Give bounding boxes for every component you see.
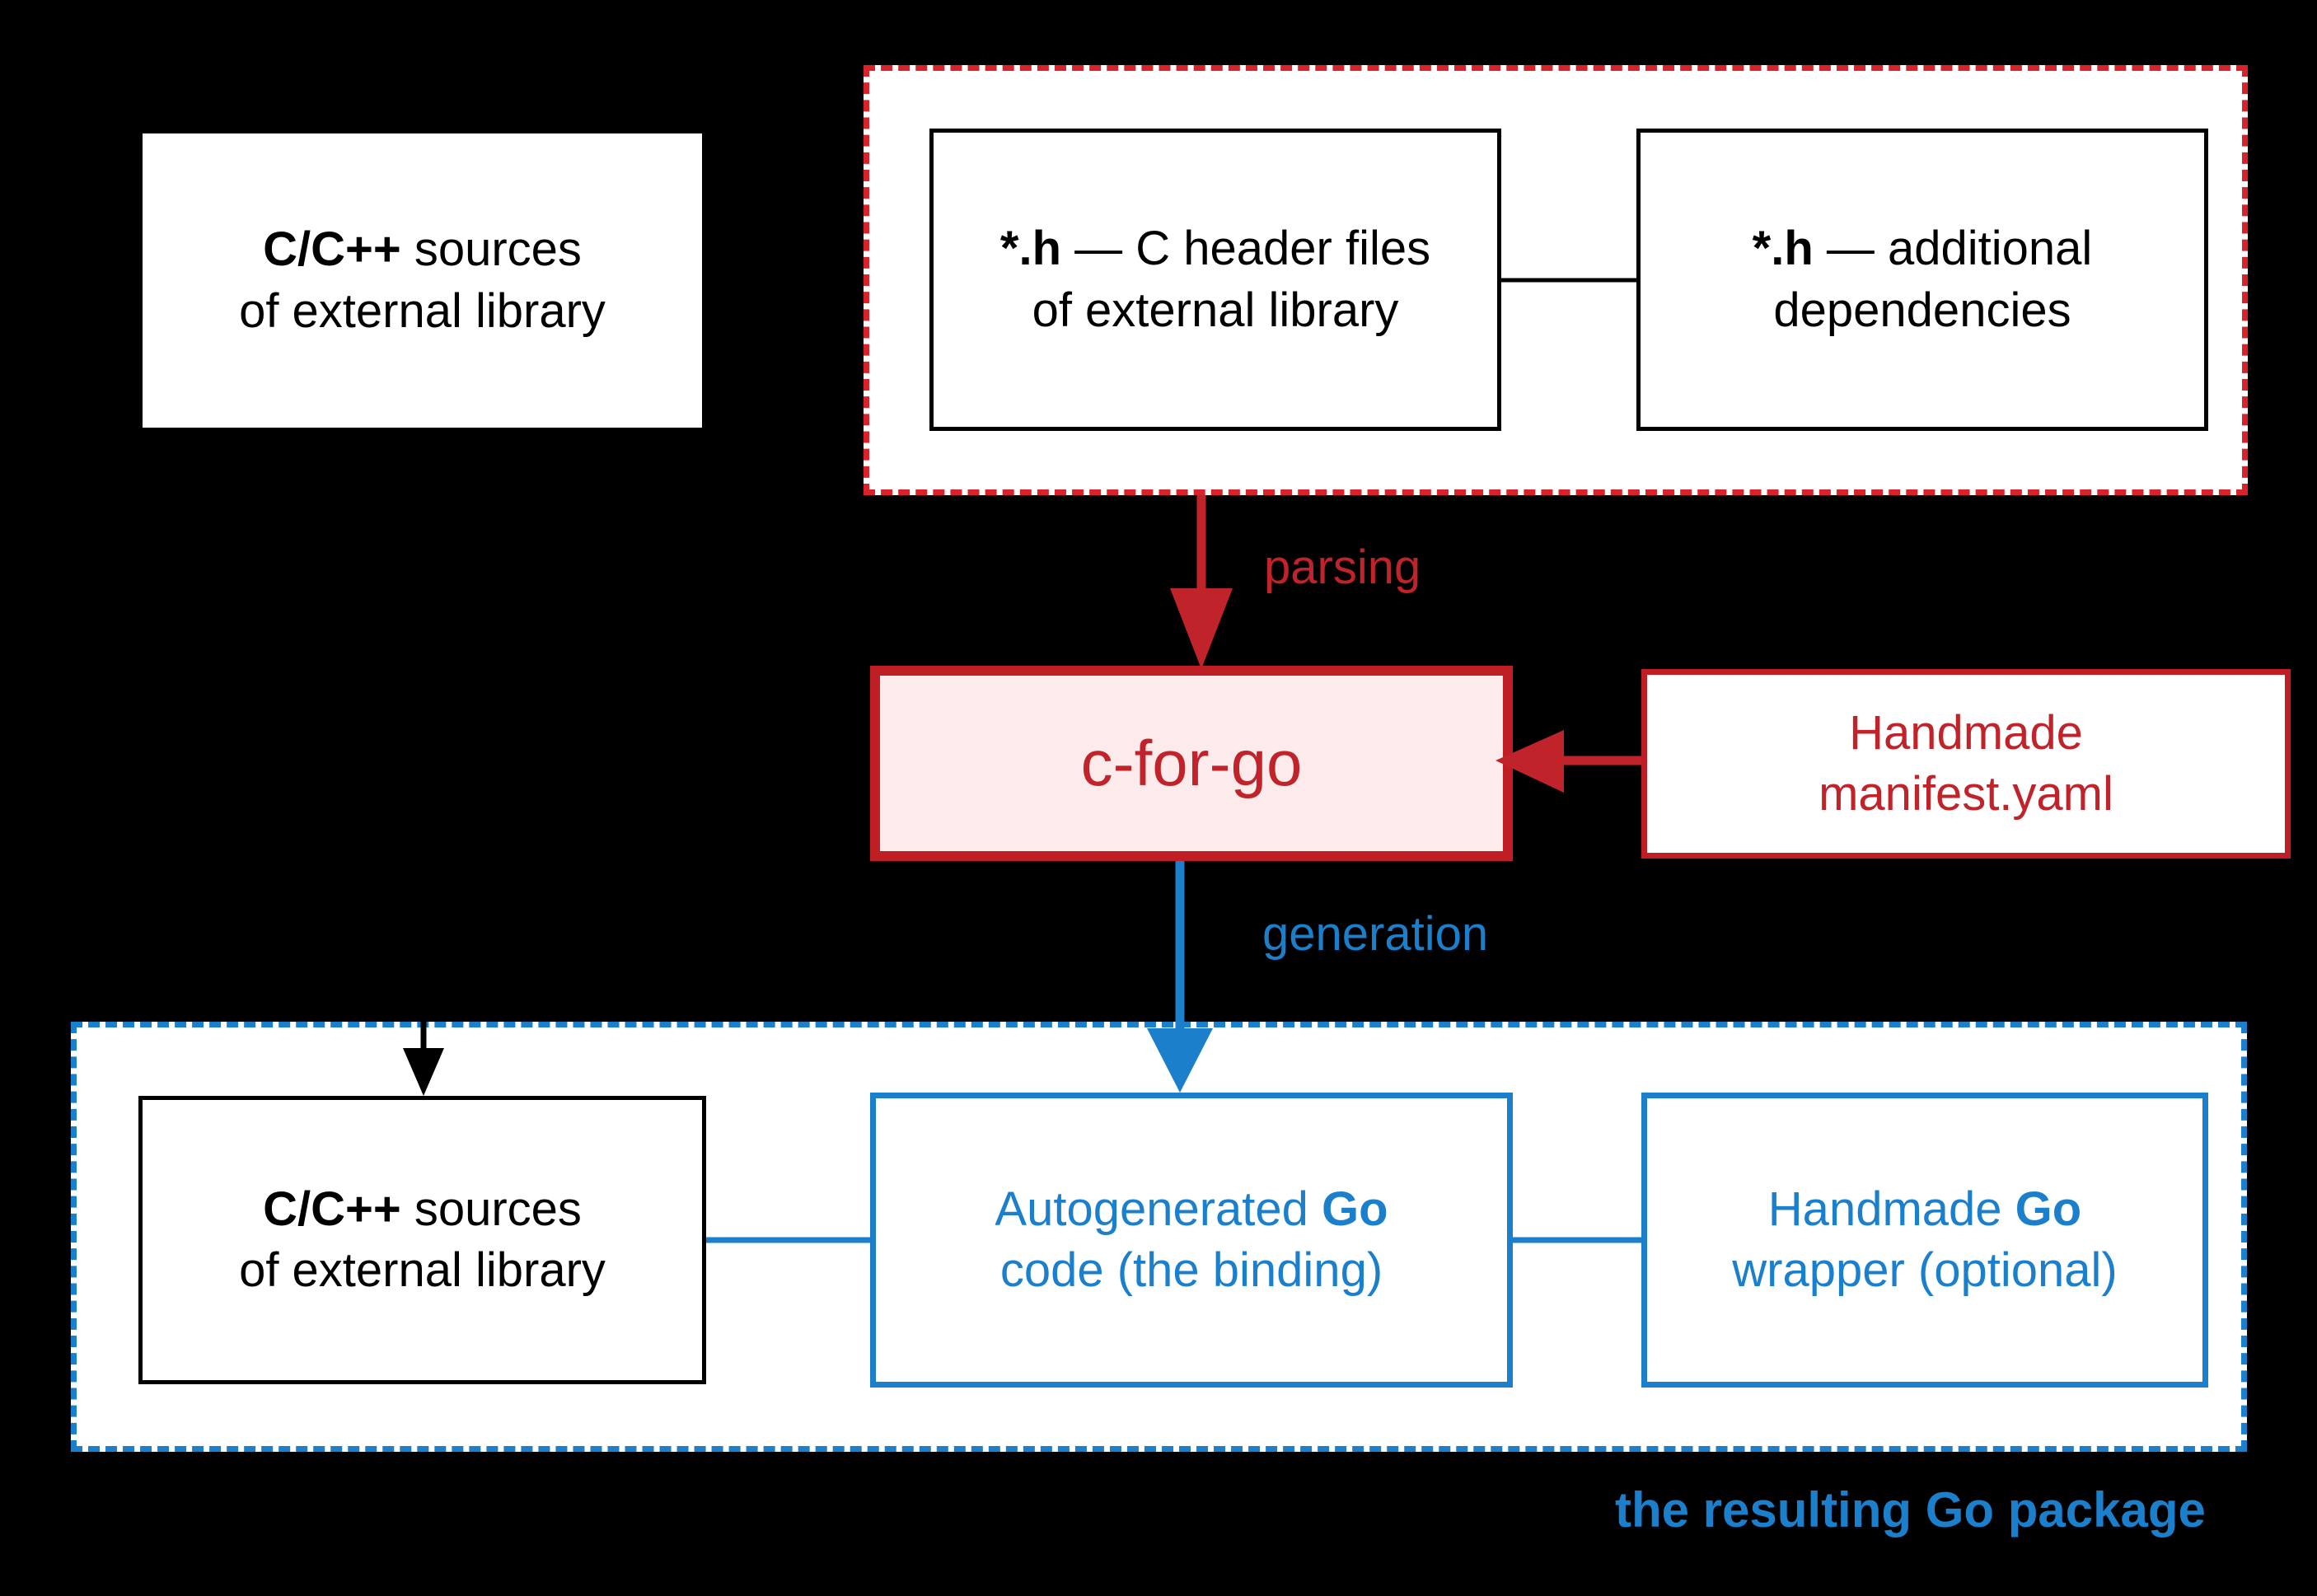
box-handmade-manifest-line2: manifest.yaml <box>1818 767 2113 821</box>
box-additional-dependencies-rest: — additional <box>1813 222 2093 276</box>
edge-label-generation: generation <box>1262 907 1489 961</box>
box-c-for-go: c-for-go <box>870 666 1513 861</box>
edge-label-parsing: parsing <box>1264 541 1421 594</box>
box-handmade-manifest: Handmade manifest.yaml <box>1641 669 2291 859</box>
box-c-header-files-rest: — C header files <box>1061 222 1431 276</box>
box-handmade-manifest-line1: Handmade <box>1849 705 2083 760</box>
box-c-header-files-line2: of external library <box>1032 283 1399 337</box>
box-handmade-go-wrapper-line2: wrapper (optional) <box>1732 1243 2118 1297</box>
box-autogenerated-go-code-line2: code (the binding) <box>999 1243 1383 1297</box>
box-cpp-sources-bottom-rest: sources <box>400 1182 582 1236</box>
box-cpp-sources-top-rest: sources <box>400 222 582 277</box>
box-additional-dependencies: *.h — additional dependencies <box>1636 129 2208 431</box>
box-autogenerated-go-code: Autogenerated Go code (the binding) <box>870 1093 1513 1388</box>
box-cpp-sources-top-strong: C/C++ <box>263 222 401 277</box>
arrow-parsing-head <box>1170 588 1233 669</box>
box-cpp-sources-top: C/C++ sources of external library <box>138 129 706 432</box>
box-cpp-sources-top-line2: of external library <box>239 283 606 338</box>
box-c-header-files-strong: *.h <box>999 222 1062 276</box>
box-additional-dependencies-line2: dependencies <box>1773 283 2071 337</box>
box-c-for-go-label: c-for-go <box>1080 726 1303 799</box>
box-cpp-sources-bottom-line2: of external library <box>239 1243 606 1297</box>
box-cpp-sources-bottom-strong: C/C++ <box>263 1182 401 1236</box>
box-handmade-go-wrapper-pre: Handmade <box>1767 1182 2015 1236</box>
box-handmade-go-wrapper: Handmade Go wrapper (optional) <box>1641 1093 2208 1388</box>
box-autogenerated-go-code-pre: Autogenerated <box>995 1182 1322 1236</box>
caption-resulting-go-package: the resulting Go package <box>1615 1482 2206 1537</box>
box-additional-dependencies-strong: *.h <box>1752 222 1814 276</box>
box-cpp-sources-bottom: C/C++ sources of external library <box>138 1096 706 1384</box>
box-handmade-go-wrapper-strong: Go <box>2015 1182 2082 1236</box>
box-autogenerated-go-code-strong: Go <box>1322 1182 1388 1236</box>
box-c-header-files: *.h — C header files of external library <box>929 129 1501 431</box>
